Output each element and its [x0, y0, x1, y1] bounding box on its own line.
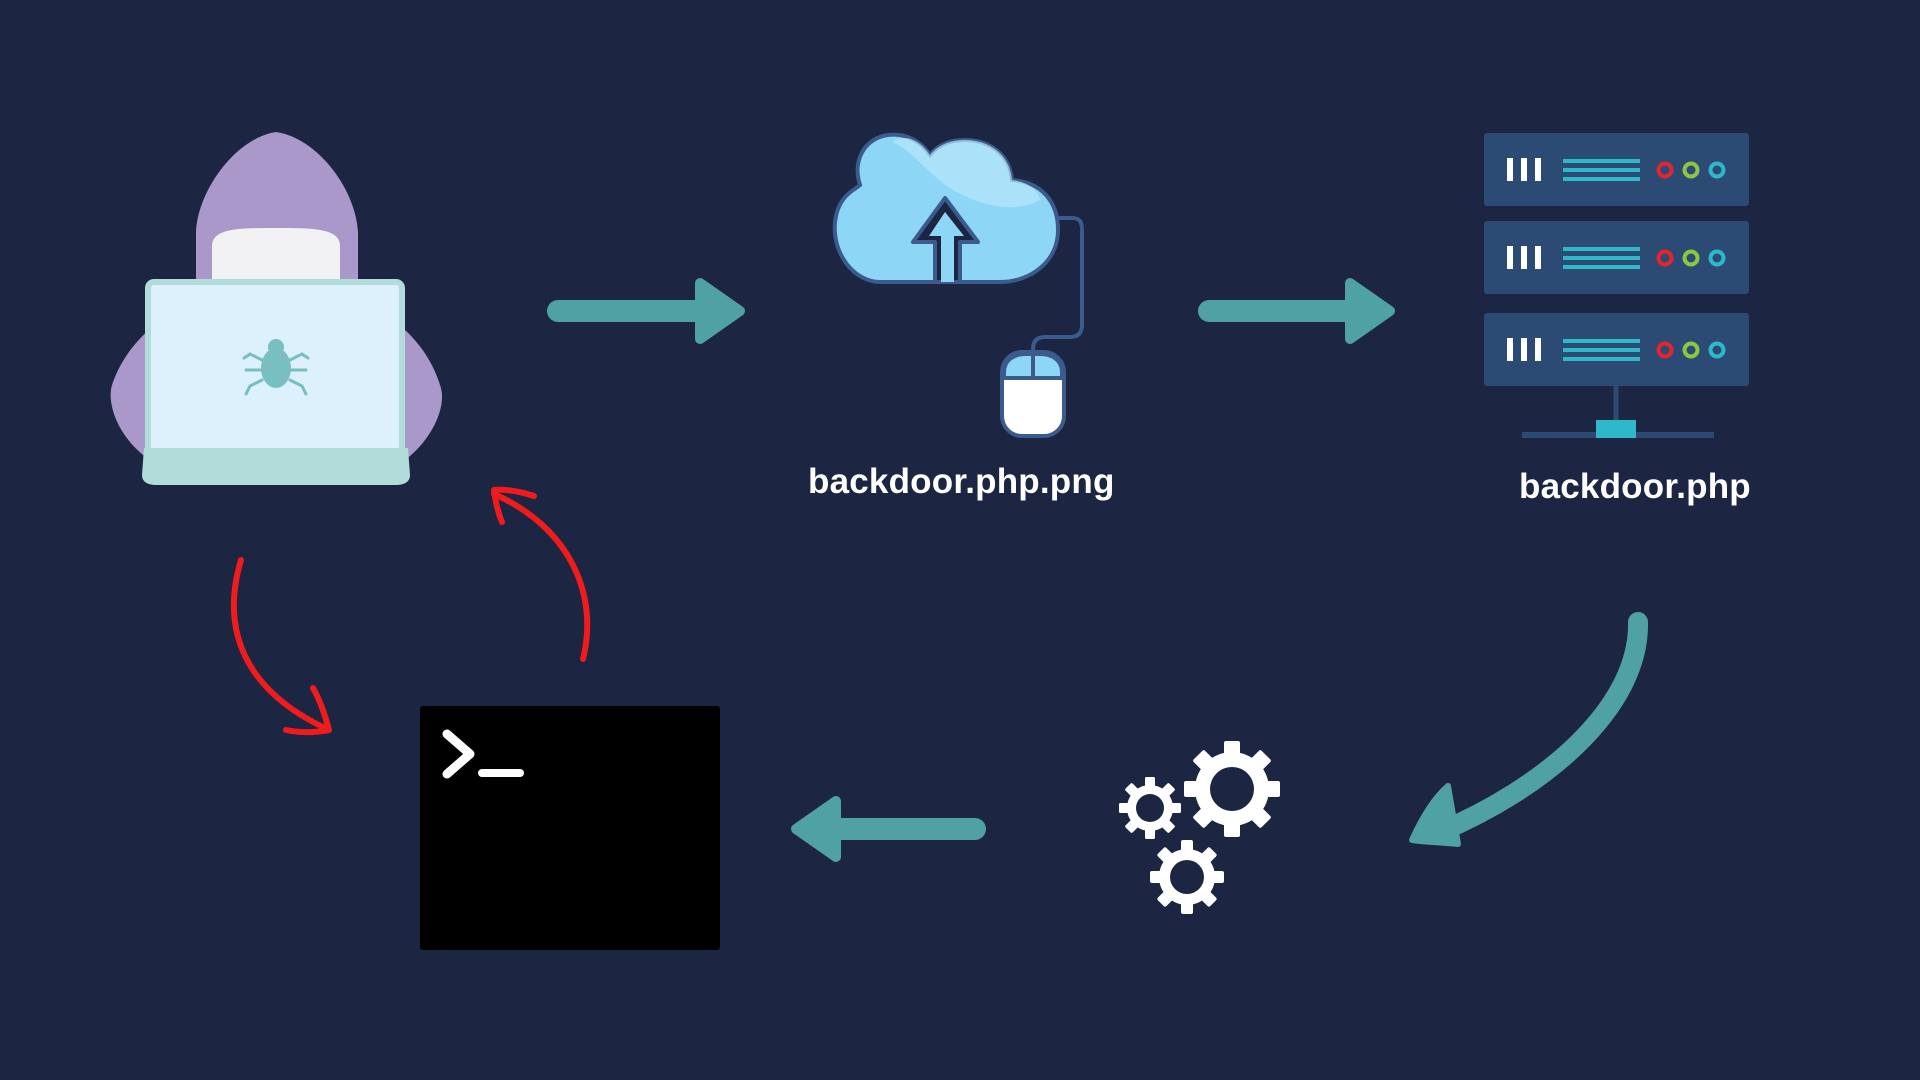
server-unit-3 — [1484, 313, 1749, 386]
gear-large — [1184, 741, 1280, 837]
cloud-upload-icon — [832, 132, 1084, 355]
hacker-face — [212, 228, 340, 290]
prompt-chevron — [442, 729, 475, 779]
mouse-cable — [1031, 216, 1084, 355]
feedback-arrow-up — [491, 486, 591, 662]
server-rack-icon — [1484, 133, 1749, 438]
flow-arrow-right-1 — [547, 278, 745, 344]
flow-arrow-right-2 — [1198, 278, 1395, 344]
gear-small — [1119, 777, 1181, 839]
gears-icon — [1119, 741, 1280, 914]
terminal-window-icon — [420, 706, 720, 950]
gear-medium — [1150, 840, 1224, 914]
flow-arrow-curved-down — [1409, 612, 1649, 847]
server-unit-2 — [1484, 221, 1749, 294]
uploaded-file-label: backdoor.php.png — [808, 462, 1115, 501]
bug-icon — [242, 339, 310, 396]
flow-arrow-left — [791, 796, 986, 862]
server-file-label: backdoor.php — [1519, 467, 1751, 506]
laptop-base — [142, 448, 410, 485]
server-unit-1 — [1484, 133, 1749, 206]
computer-mouse-icon — [1000, 350, 1066, 438]
hooded-hacker-laptop-icon — [110, 132, 443, 485]
feedback-arrow-down — [231, 557, 332, 736]
